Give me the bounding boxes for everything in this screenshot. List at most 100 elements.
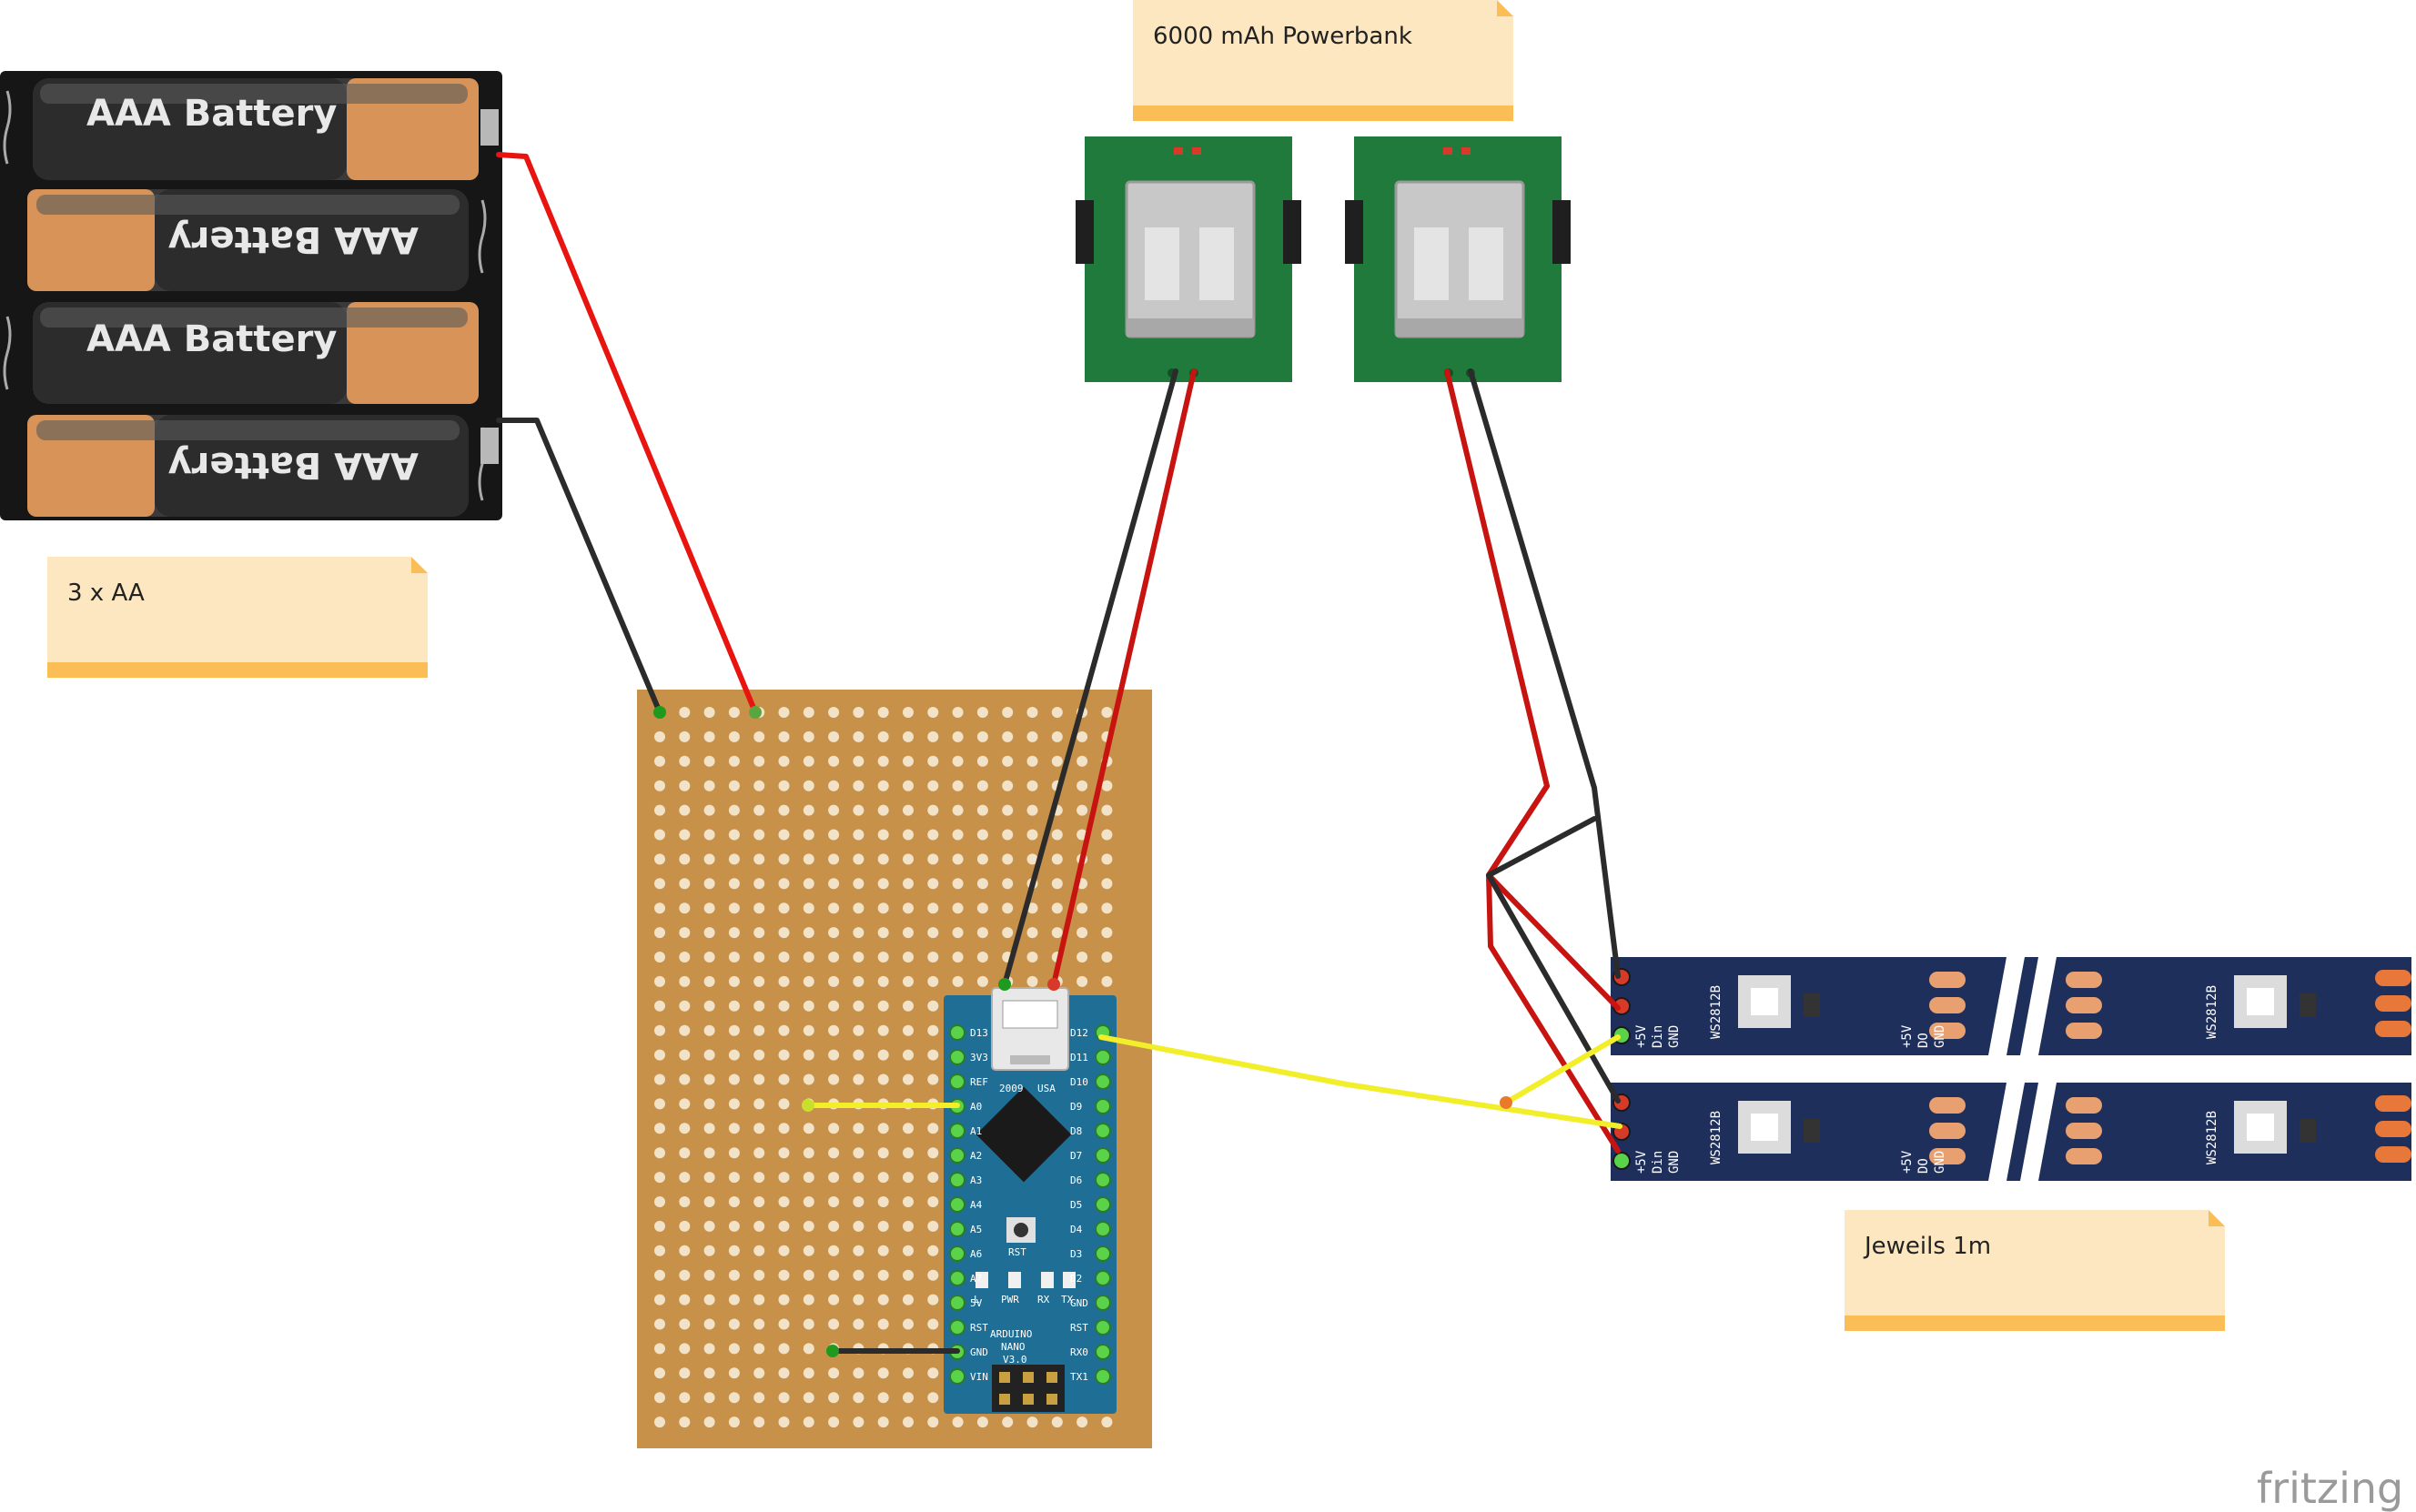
nano-pin[interactable] [949,1049,965,1065]
perf-hole [1077,902,1088,914]
perf-hole [703,975,715,987]
wire-strip2-5v[interactable] [1486,783,1621,1154]
nano-pin[interactable] [949,1074,965,1090]
nano-pin[interactable] [1095,1221,1111,1237]
perf-hole [976,952,988,963]
perf-hole [1101,927,1113,939]
nano-pin[interactable] [949,1123,965,1139]
perf-hole [728,1367,740,1379]
perf-hole [853,755,864,767]
wire-usb-right-5v[interactable] [1444,368,1621,1011]
nano-pin-label: D10 [1070,1076,1088,1088]
nano-pin[interactable] [1095,1074,1111,1090]
perf-hole [803,1123,814,1134]
perf-hole [803,1147,814,1159]
strip-input-pad[interactable] [1612,1152,1631,1170]
usb-board-right [1345,136,1571,382]
wires[interactable] [496,152,1622,1357]
wire-usb-right-gnd[interactable] [1468,368,1621,979]
perf-hole [1026,853,1038,865]
solder-pad [2375,970,2411,986]
perf-hole [853,1318,864,1330]
nano-pin[interactable] [1095,1172,1111,1188]
nano-pin[interactable] [1095,1147,1111,1164]
nano-pin-label: 3V3 [970,1052,988,1063]
wire-data-d12[interactable] [1098,1034,1622,1129]
nano-pin[interactable] [1095,1270,1111,1286]
nano-pin[interactable] [949,1024,965,1041]
perf-hole [877,902,889,914]
perf-hole [828,1318,840,1330]
nano-pin[interactable] [949,1147,965,1164]
nano-pin[interactable] [949,1172,965,1188]
solder-pad [2066,1123,2102,1139]
perf-hole [703,829,715,841]
perf-hole [952,853,964,865]
perf-hole [927,1220,939,1232]
perf-hole [877,780,889,791]
perf-hole [952,975,964,987]
perf-hole [828,1024,840,1036]
perf-hole [728,975,740,987]
perf-hole [703,1172,715,1184]
wire-strip2-gnd[interactable] [1486,816,1621,1104]
perf-hole [828,1147,840,1159]
nano-pin-label: D9 [1070,1101,1082,1113]
nano-pin[interactable] [1095,1049,1111,1065]
nano-pin[interactable] [1095,1319,1111,1336]
perf-hole [703,1343,715,1355]
perf-hole [778,1294,790,1305]
perf-hole [778,878,790,890]
battery-cell: AAA Battery [27,189,469,291]
perf-hole [679,1343,691,1355]
perf-hole [753,1123,765,1134]
perf-hole [828,1220,840,1232]
wire-usb-left-gnd[interactable] [1002,368,1178,987]
wire-battery-negative[interactable] [496,418,662,715]
perf-hole [728,1392,740,1404]
capacitor [2300,993,2316,1017]
perf-hole [952,1416,964,1428]
perf-hole [877,1318,889,1330]
wire-usb-left-5v[interactable] [1051,368,1197,987]
perf-hole [654,1269,665,1281]
nano-pin[interactable] [949,1319,965,1336]
nano-pin[interactable] [949,1295,965,1311]
perf-hole [1051,707,1063,718]
solder-pad [2066,1097,2102,1114]
nano-pin[interactable] [1095,1196,1111,1213]
nano-pin[interactable] [949,1270,965,1286]
perf-hole [703,804,715,816]
perf-hole [728,1000,740,1012]
nano-pin[interactable] [949,1245,965,1262]
wire-battery-positive[interactable] [496,152,758,715]
strip-pin-label: +5V [1634,1150,1649,1174]
perf-hole [877,1196,889,1207]
perf-hole [753,1196,765,1207]
perf-hole [903,975,914,987]
nano-pin[interactable] [949,1221,965,1237]
nano-pin[interactable] [1095,1245,1111,1262]
nano-pin[interactable] [949,1368,965,1385]
nano-pin[interactable] [1095,1295,1111,1311]
wire-data-split[interactable] [1503,1034,1621,1105]
nano-pin[interactable] [1095,1344,1111,1360]
perf-hole [753,1245,765,1256]
nano-pin[interactable] [949,1196,965,1213]
perf-hole [728,829,740,841]
perf-hole [877,731,889,742]
perf-hole [1051,853,1063,865]
perf-hole [778,1416,790,1428]
perf-hole [679,804,691,816]
perf-hole [728,1196,740,1207]
note-text-strips: Jeweils 1m [1863,1233,1991,1260]
nano-pin[interactable] [1095,1098,1111,1114]
led-label: TX [1061,1294,1074,1305]
nano-pin[interactable] [1095,1368,1111,1385]
perf-hole [778,1269,790,1281]
perf-hole [753,1220,765,1232]
perf-hole [654,1172,665,1184]
perf-hole [877,1000,889,1012]
nano-pin[interactable] [1095,1123,1111,1139]
perf-hole [679,1392,691,1404]
